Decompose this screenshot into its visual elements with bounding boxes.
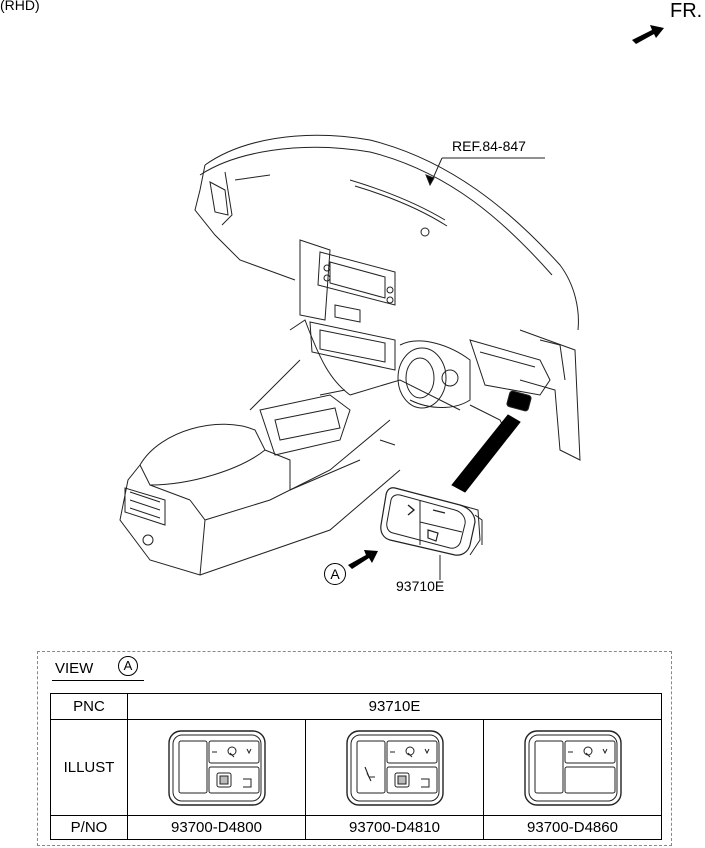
pnc-callout-label: 93710E [396,578,445,594]
part-number: 93700-D4810 [305,815,484,840]
table-row: PNC 93710E [50,693,662,720]
view-panel [37,651,672,846]
reference-label: REF.84-847 [452,138,526,154]
table-row: P/NO 93700-D4800 93700-D4810 93700-D4860 [50,815,662,840]
variant-label: (RHD) [0,0,40,13]
pnc-header: PNC [50,693,128,720]
view-marker-circle: A [324,563,346,585]
part-number: 93700-D4800 [127,815,306,840]
illust-cell [305,719,484,816]
view-title-marker: A [118,656,138,676]
front-direction-arrow-icon [632,25,664,44]
front-direction-label: FR. [670,0,703,22]
illust-cell [127,719,306,816]
switch-panel-with-seat-heater-and-fold-button-icon [345,729,444,806]
table-row: ILLUST [50,719,662,816]
illust-header: ILLUST [50,719,128,816]
view-title-underline [52,680,144,681]
view-direction-arrow-icon [348,550,378,569]
pnc-value: 93710E [127,693,662,720]
switch-panel-with-fold-button-icon [167,729,266,806]
switch-panel-mirror-only-icon [523,729,622,806]
view-title: VIEW [55,660,94,677]
part-number: 93700-D4860 [483,815,662,840]
pno-header: P/NO [50,815,128,840]
dashboard-line-drawing [119,134,581,580]
illust-cell [483,719,662,816]
parts-table: PNC 93710E ILLUST [50,693,662,840]
